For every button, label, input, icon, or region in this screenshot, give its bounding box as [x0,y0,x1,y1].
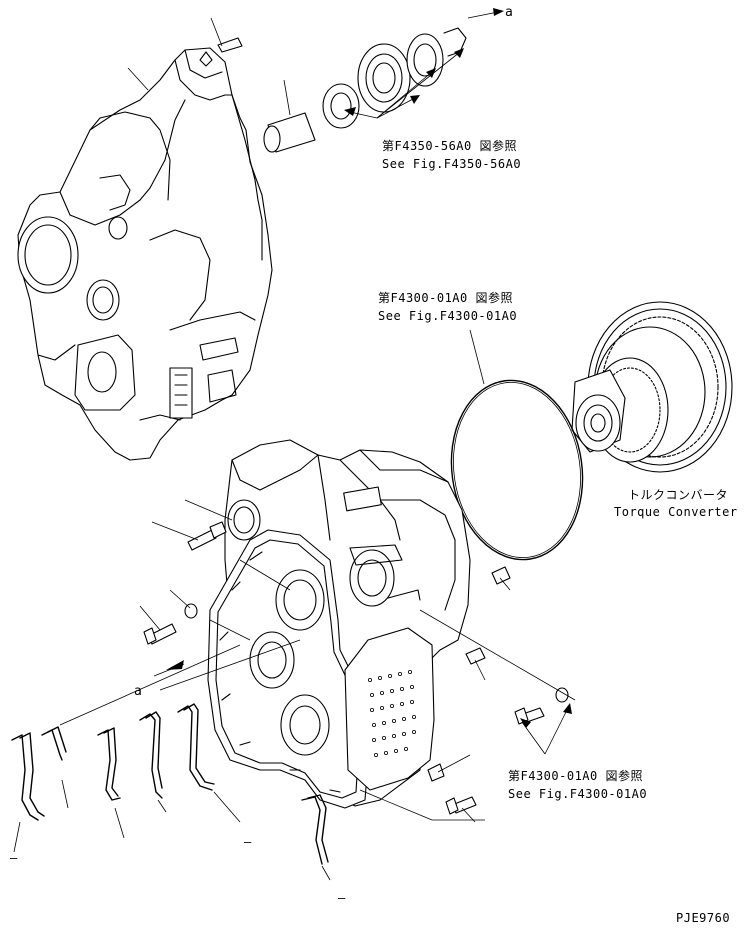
dash-mark-2: – [244,835,252,849]
ref-top-jp: 第F4350-56A0 図参照 [382,138,517,153]
detail-mark-top: a [505,5,513,20]
torque-converter-jp: トルクコンバータ [628,488,728,502]
valve-body-plate [344,627,435,791]
bolts-and-washers [143,521,569,815]
ref-middle-jp: 第F4300-01A0 図参照 [378,290,513,305]
leader-lines [13,17,576,881]
detail-mark-left: a [134,684,142,699]
ref-bottom-jp: 第F4300-01A0 図参照 [508,768,643,783]
dash-mark-3: – [338,891,346,905]
torque-converter [571,301,733,473]
transmission-case-upper [17,37,273,461]
bearing-shaft-group [263,27,467,153]
o-ring [450,329,584,561]
oil-pipes [11,703,329,865]
top-reference-leaders [344,8,504,119]
drawing-id: PJE9760 [676,911,730,925]
ref-bottom-en: See Fig.F4300-01A0 [508,787,647,801]
dash-mark-1: – [10,851,18,865]
torque-converter-en: Torque Converter [614,505,738,519]
ref-middle-en: See Fig.F4300-01A0 [378,309,517,323]
ref-top-en: See Fig.F4350-56A0 [382,157,521,171]
